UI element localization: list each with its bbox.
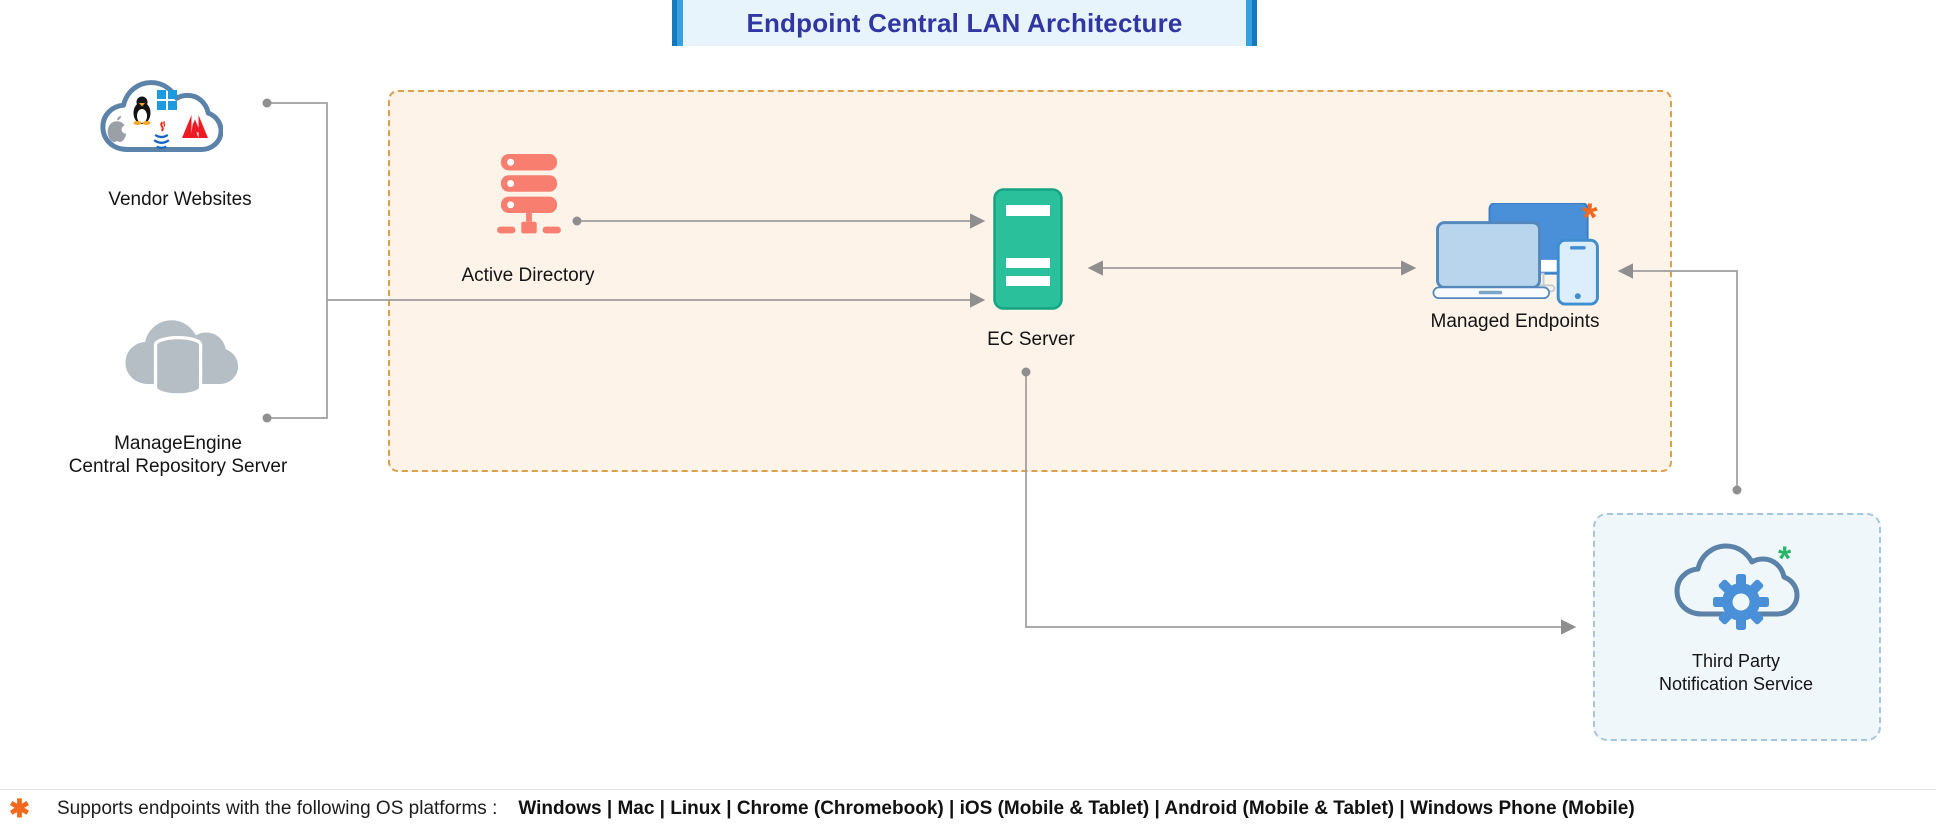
thirdparty-connector-dot bbox=[1732, 485, 1742, 495]
managed-endpoints-label: Managed Endpoints bbox=[1430, 311, 1600, 332]
third-party-label-line1: Third Party bbox=[1691, 651, 1781, 671]
ec-server-icon bbox=[993, 188, 1063, 315]
repository-cloud-icon bbox=[118, 312, 240, 417]
title-accent-bar-left bbox=[672, 0, 683, 46]
gear-icon bbox=[1713, 574, 1769, 630]
repository-label-line2: Central Repository Server bbox=[68, 456, 288, 477]
thirdparty-to-endpoints-line bbox=[1617, 263, 1738, 490]
footnote-asterisk-icon: ✱ bbox=[9, 794, 30, 823]
third-party-cloud-gear-icon bbox=[1668, 538, 1804, 641]
linux-tux-icon bbox=[133, 96, 151, 125]
windows-logo-icon bbox=[157, 90, 177, 110]
ec-to-thirdparty-line bbox=[1025, 372, 1577, 635]
vendor-websites-icon bbox=[95, 73, 224, 165]
ad-connector-dot bbox=[572, 216, 582, 226]
ec-server-label: EC Server bbox=[987, 329, 1075, 350]
adobe-logo-icon bbox=[182, 115, 208, 138]
diagram-title: Endpoint Central LAN Architecture bbox=[746, 7, 1183, 38]
database-icon bbox=[153, 335, 203, 397]
diagram-title-box: Endpoint Central LAN Architecture bbox=[672, 0, 1257, 46]
footnote-bar: ✱ Supports endpoints with the following … bbox=[0, 789, 1936, 828]
third-party-label: Third Party Notification Service bbox=[1659, 650, 1813, 696]
java-logo-icon bbox=[153, 121, 170, 149]
vendor-repo-bracket-line bbox=[267, 102, 328, 419]
managed-endpoints-icon bbox=[1432, 202, 1600, 312]
vendor-websites-label: Vendor Websites bbox=[108, 189, 252, 210]
title-accent-bar-right bbox=[1246, 0, 1257, 46]
ec-bottom-connector-dot bbox=[1021, 367, 1031, 377]
third-party-asterisk: * bbox=[1778, 540, 1792, 578]
managed-endpoints-asterisk: * bbox=[1582, 196, 1598, 240]
laptop-icon bbox=[1432, 221, 1551, 300]
phone-icon bbox=[1556, 238, 1599, 306]
repository-label: ManageEngine Central Repository Server bbox=[69, 432, 288, 478]
footnote-prefix: Supports endpoints with the following OS… bbox=[56, 798, 498, 819]
repository-label-line1: ManageEngine bbox=[114, 433, 242, 454]
active-directory-label: Active Directory bbox=[461, 265, 595, 286]
repo-connector-dot bbox=[262, 413, 272, 423]
footnote-platforms: Windows | Mac | Linux | Chrome (Chromebo… bbox=[518, 798, 1635, 819]
apple-logo-icon bbox=[107, 116, 129, 142]
third-party-label-line2: Notification Service bbox=[1658, 674, 1814, 694]
active-directory-icon bbox=[495, 154, 563, 249]
vendor-connector-dot bbox=[262, 98, 272, 108]
